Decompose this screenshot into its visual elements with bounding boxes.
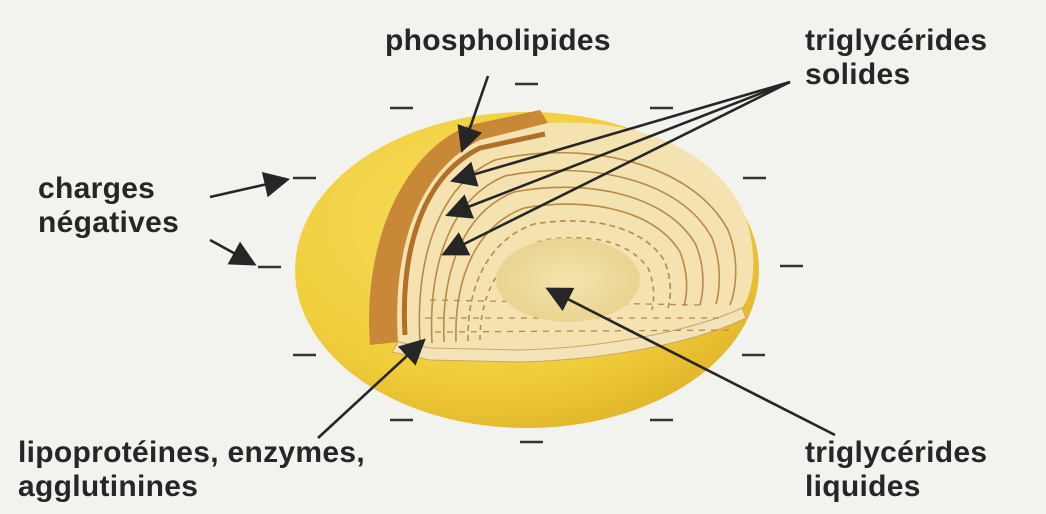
label-triglycerides-solides: triglycérides solides bbox=[805, 24, 987, 92]
label-line-1: lipoprotéines, enzymes, bbox=[18, 436, 365, 470]
label-line-1: charges bbox=[38, 172, 179, 206]
arrow-charges-1 bbox=[210, 180, 285, 197]
label-lipoproteines: lipoprotéines, enzymes, agglutinines bbox=[18, 436, 365, 504]
arrow-charges-2 bbox=[210, 240, 252, 263]
label-triglycerides-liquides: triglycérides liquides bbox=[805, 436, 987, 504]
label-line-1: triglycérides bbox=[805, 436, 987, 470]
label-line-1: triglycérides bbox=[805, 24, 987, 58]
label-charges-negatives: charges négatives bbox=[38, 172, 179, 240]
label-line-2: liquides bbox=[805, 470, 987, 504]
label-phospholipides-text: phospholipides bbox=[385, 24, 611, 58]
label-phospholipides: phospholipides bbox=[385, 24, 611, 58]
label-line-2: négatives bbox=[38, 206, 179, 240]
liquid-triglyceride-core bbox=[496, 238, 640, 322]
label-line-2: solides bbox=[805, 58, 987, 92]
label-line-2: agglutinines bbox=[18, 470, 365, 504]
